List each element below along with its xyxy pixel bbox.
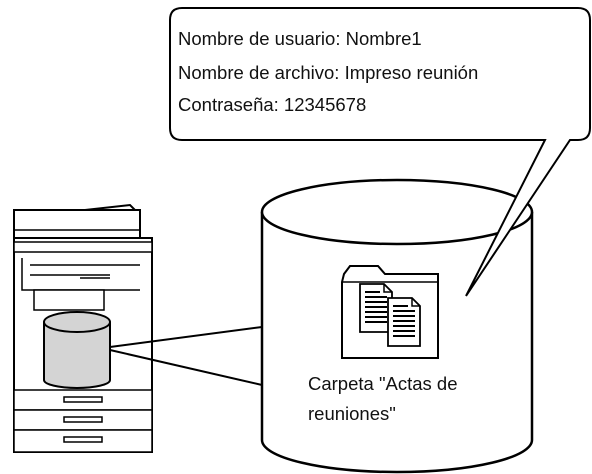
folder-caption-line2: reuniones" [308,403,396,424]
storage-drum-icon [43,311,111,389]
callout-user-line: Nombre de usuario: Nombre1 [178,28,422,49]
connector-line-top [109,326,263,348]
callout-password-line: Contraseña: 12345678 [178,94,367,115]
callout-file-line: Nombre de archivo: Impreso reunión [178,62,479,83]
folder-caption-line1: Carpeta "Actas de [308,373,458,394]
document-icon [359,283,421,347]
connector-line-bottom [109,349,263,386]
callout-bubble [169,7,591,297]
